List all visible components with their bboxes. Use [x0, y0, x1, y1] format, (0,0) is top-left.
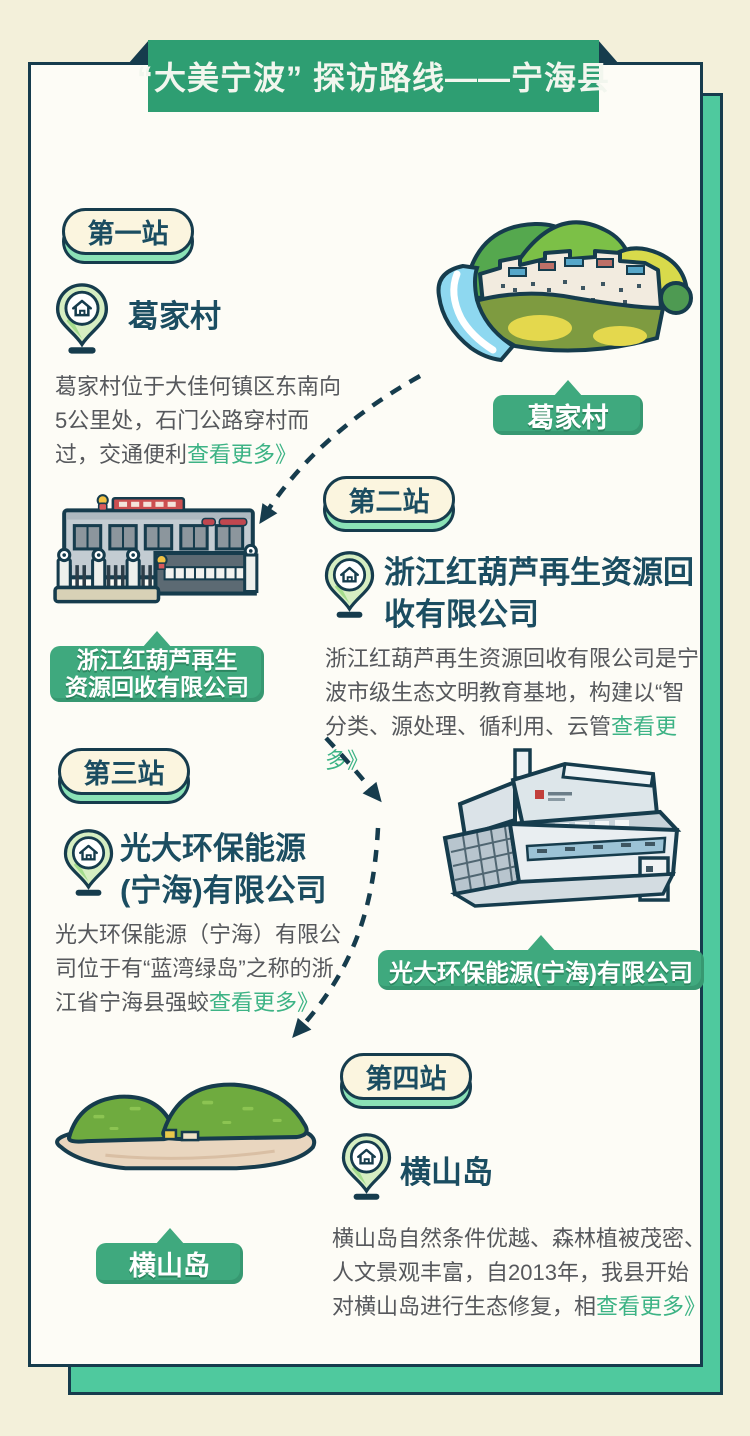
station-1-name: 葛家村 — [128, 299, 221, 334]
description-text: 浙江红葫芦再生资源回收有限公司是宁波市级生态文明教育基地，构建以“智分类、源处理… — [325, 646, 700, 739]
village-illustration — [436, 220, 693, 363]
caption-text: 葛家村 — [527, 402, 609, 433]
station-1-badge: 第一站 — [62, 208, 194, 264]
station-4-description: 横山岛自然条件优越、森林植被茂密、人文景观丰富，自2013年，我县开始对横山岛进… — [332, 1222, 710, 1324]
illustration-caption: 葛家村 — [493, 395, 643, 435]
pill-label: 第三站 — [58, 748, 190, 795]
description-text: 光大环保能源（宁海）有限公司位于有“蓝湾绿岛”之称的浙江省宁海县强蛟 — [55, 922, 342, 1015]
name-line: 收有限公司 — [384, 597, 539, 632]
caption-text: 光大环保能源(宁海)有限公司 — [389, 959, 693, 987]
station-4-name: 横山岛 — [400, 1155, 493, 1190]
station-1-description: 葛家村位于大佳何镇区东南向5公里处，石门公路穿村而过，交通便利查看更多》 — [55, 370, 349, 472]
location-pin-icon — [341, 1133, 392, 1202]
view-more-link[interactable]: 查看更多》 — [209, 990, 320, 1015]
pill-label: 第四站 — [340, 1053, 472, 1100]
description-text: 横山岛自然条件优越、森林植被茂密、人文景观丰富，自2013年，我县开始对横山岛进… — [332, 1226, 707, 1319]
station-2-name: 浙江红葫芦再生资源回 收有限公司 — [384, 552, 706, 636]
caption-text: 横山岛 — [129, 1251, 210, 1281]
illustration-caption: 浙江红葫芦再生 资源回收有限公司 — [50, 646, 264, 702]
view-more-link[interactable]: 查看更多》 — [187, 442, 298, 467]
location-pin-icon — [55, 283, 109, 356]
island-illustration — [55, 1082, 317, 1171]
recycling-building-illustration — [53, 494, 259, 604]
location-pin-icon — [324, 551, 375, 620]
station-2-badge: 第二站 — [323, 476, 455, 532]
station-3-name: 光大环保能源 (宁海)有限公司 — [120, 828, 420, 912]
station-3-badge: 第三站 — [58, 748, 190, 804]
name-line: 浙江红葫芦再生资源回 — [384, 555, 694, 590]
station-2-description: 浙江红葫芦再生资源回收有限公司是宁波市级生态文明教育基地，构建以“智分类、源处理… — [325, 642, 705, 778]
station-3-description: 光大环保能源（宁海）有限公司位于有“蓝湾绿岛”之称的浙江省宁海县强蛟查看更多》 — [55, 918, 351, 1020]
pill-label: 第二站 — [323, 476, 455, 523]
location-pin-icon — [63, 829, 114, 898]
caption-line: 资源回收有限公司 — [65, 674, 249, 700]
title-banner: “大美宁波” 探访路线——宁海县 — [137, 40, 609, 112]
pill-label: 第一站 — [62, 208, 194, 255]
caption-line: 浙江红葫芦再生 — [76, 647, 238, 673]
page-title: “大美宁波” 探访路线——宁海县 — [137, 60, 610, 96]
view-more-link[interactable]: 查看更多》 — [596, 1294, 707, 1319]
name-line: 光大环保能源 — [120, 831, 306, 866]
name-line: (宁海)有限公司 — [120, 873, 327, 908]
illustration-caption: 横山岛 — [96, 1243, 243, 1284]
illustration-caption: 光大环保能源(宁海)有限公司 — [378, 950, 704, 990]
power-plant-illustration — [442, 748, 682, 908]
station-4-badge: 第四站 — [340, 1053, 472, 1109]
